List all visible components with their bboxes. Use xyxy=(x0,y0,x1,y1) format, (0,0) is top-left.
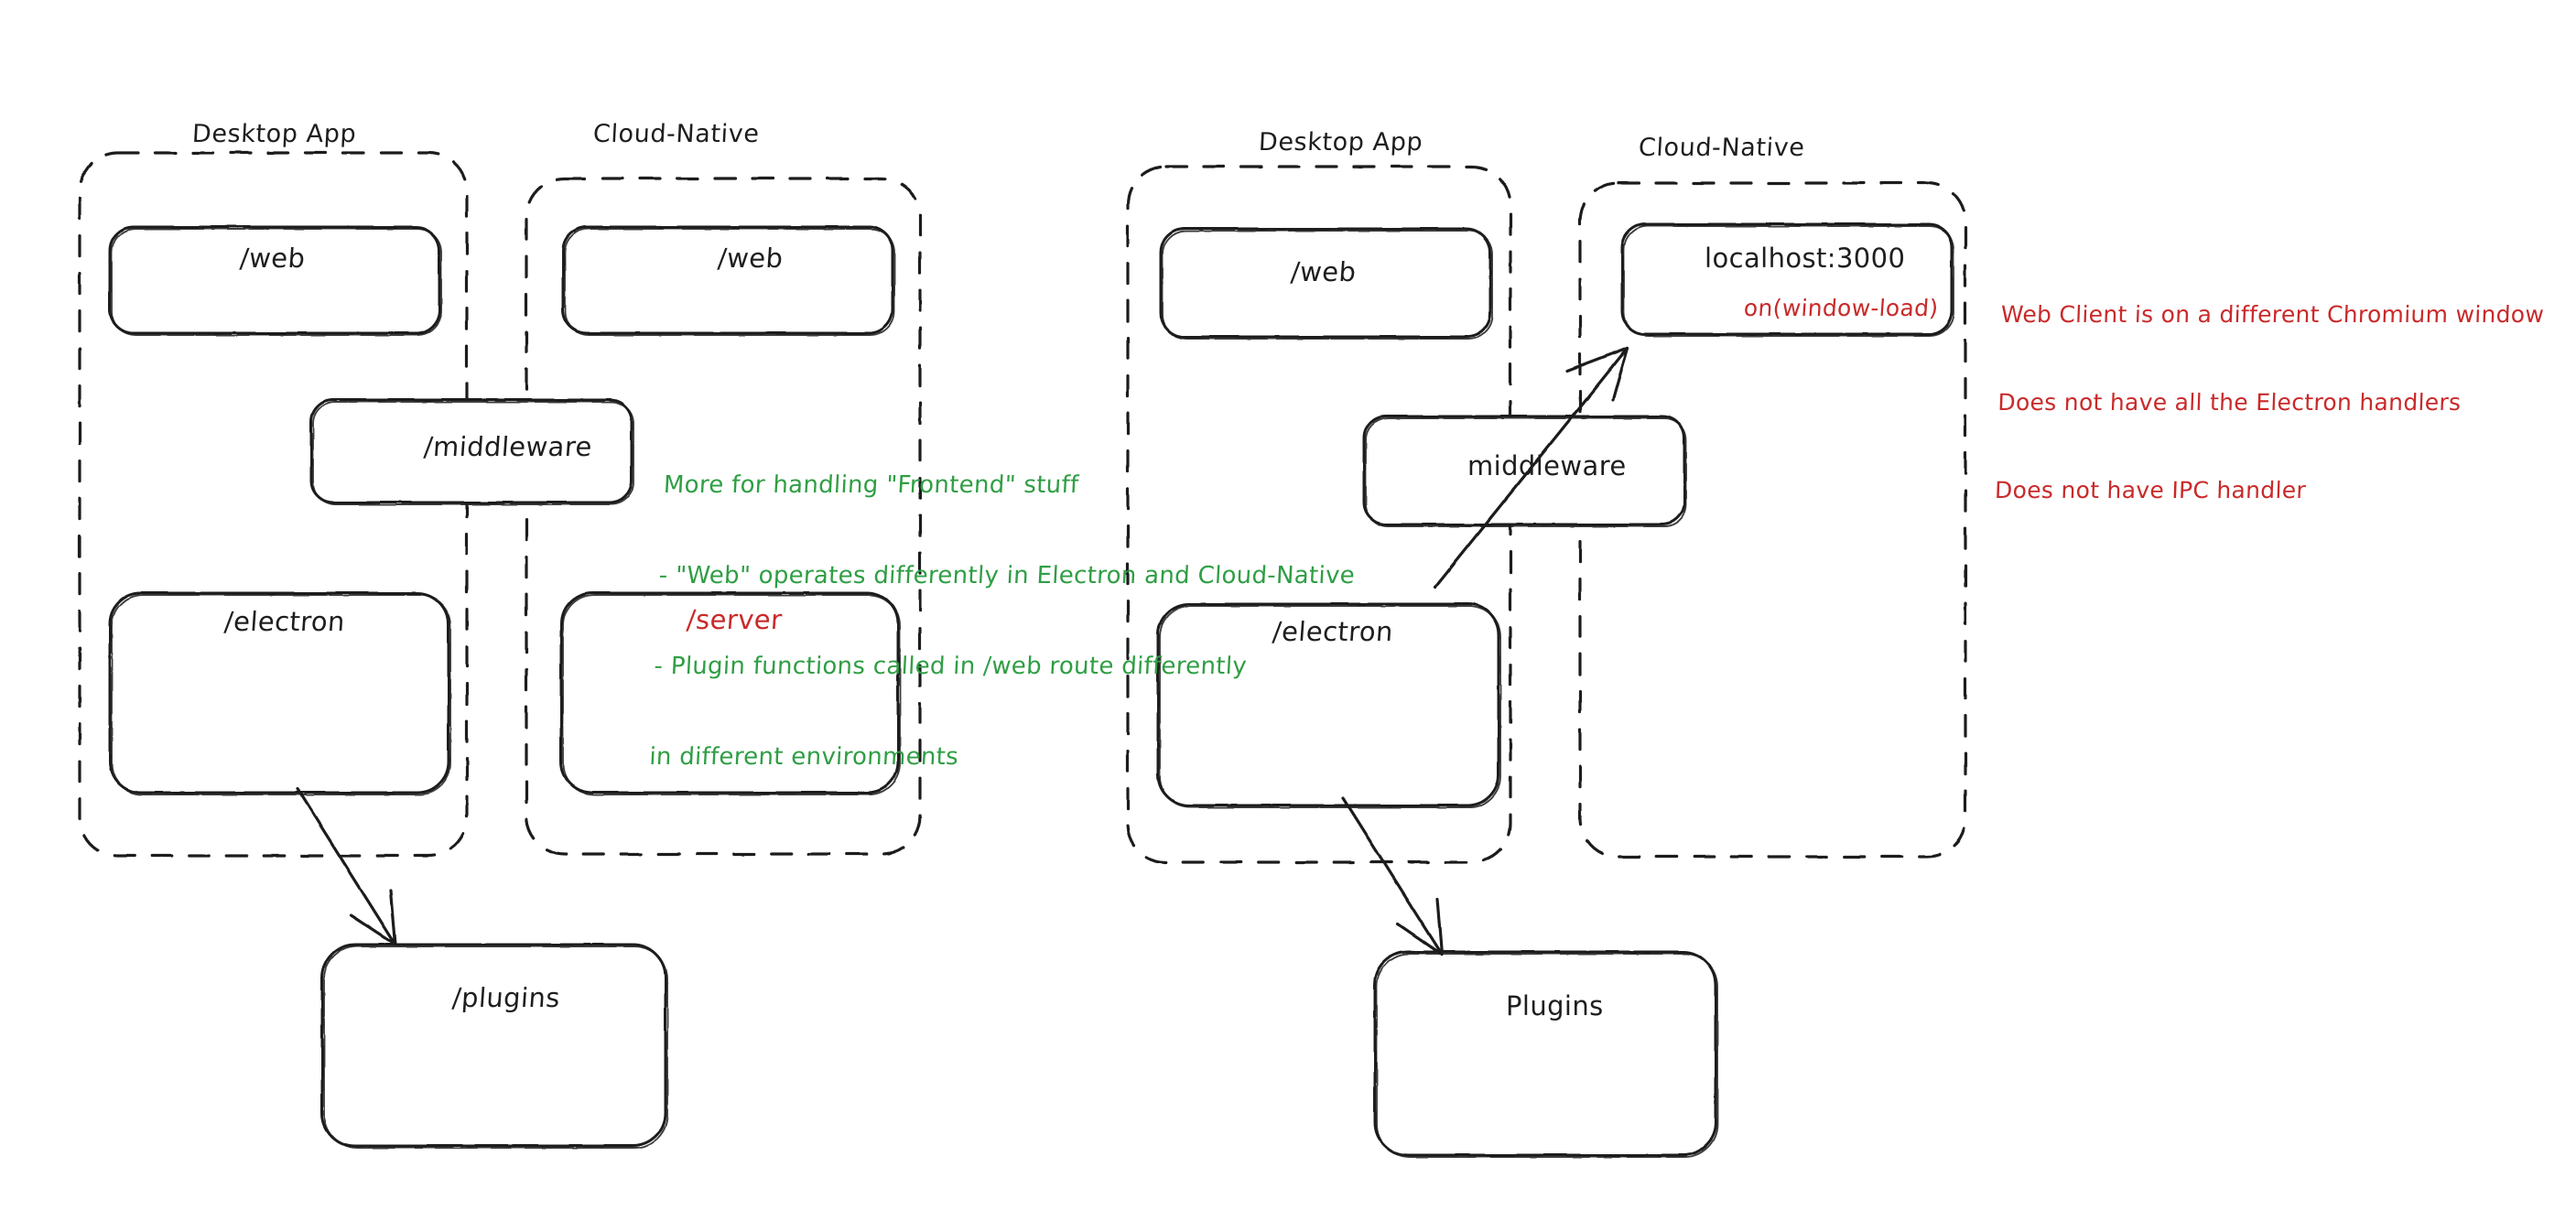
box-right-middleware[interactable] xyxy=(1362,415,1686,526)
arrow-right-electron-to-localhost xyxy=(1433,346,1629,589)
box-label-left-middleware: /middleware xyxy=(422,431,594,462)
arrow-right-electron-to-plugins xyxy=(1341,796,1444,956)
box-label-left-electron: /electron xyxy=(222,606,347,637)
box-left-cloud-web[interactable] xyxy=(561,225,894,335)
box-label-right-desktop-web: /web xyxy=(1289,256,1358,287)
box-left-plugins[interactable] xyxy=(320,943,667,1148)
box-label-left-plugins: /plugins xyxy=(450,982,562,1013)
note-frontend-line-4: in different environments xyxy=(648,743,959,771)
box-label-left-cloud-web: /web xyxy=(716,243,785,274)
note-frontend: More for handling "Frontend" stuff - "We… xyxy=(647,410,1364,803)
note-web-client-line-2: Does not have all the Electron handlers xyxy=(1997,389,2462,416)
panel-title-right-cloud: Cloud-Native xyxy=(1638,134,1806,162)
box-left-electron[interactable] xyxy=(108,591,450,794)
box-sublabel-right-localhost: on(window-load) xyxy=(1742,295,1940,321)
box-label-right-plugins: Plugins xyxy=(1506,990,1604,1021)
box-label-right-middleware: middleware xyxy=(1467,450,1627,481)
note-web-client-line-3: Does not have IPC handler xyxy=(1994,477,2307,503)
arrow-left-electron-to-plugins xyxy=(296,787,397,946)
box-right-plugins[interactable] xyxy=(1373,950,1717,1157)
panel-title-left-desktop: Desktop App xyxy=(191,120,358,148)
panel-title-right-desktop: Desktop App xyxy=(1258,128,1424,157)
box-right-desktop-web[interactable] xyxy=(1159,227,1492,339)
box-label-right-localhost: localhost:3000 xyxy=(1705,243,1906,274)
note-frontend-line-1: More for handling "Frontend" stuff xyxy=(663,471,1080,499)
note-frontend-line-3: - Plugin functions called in /web route … xyxy=(653,653,1248,680)
note-frontend-line-2: - "Web" operates differently in Electron… xyxy=(657,562,1356,589)
box-label-left-desktop-web: /web xyxy=(238,243,307,274)
box-right-localhost[interactable] xyxy=(1620,222,1954,336)
box-left-middleware[interactable] xyxy=(309,398,633,504)
box-left-server[interactable] xyxy=(559,591,900,794)
box-left-desktop-web[interactable] xyxy=(108,225,441,335)
panel-title-left-cloud: Cloud-Native xyxy=(592,120,761,148)
panel-frame-left-cloud xyxy=(525,177,922,856)
note-web-client-line-1: Web Client is on a different Chromium wi… xyxy=(2000,301,2545,328)
note-web-client: Web Client is on a different Chromium wi… xyxy=(1993,242,2547,535)
box-right-electron[interactable] xyxy=(1156,602,1500,807)
